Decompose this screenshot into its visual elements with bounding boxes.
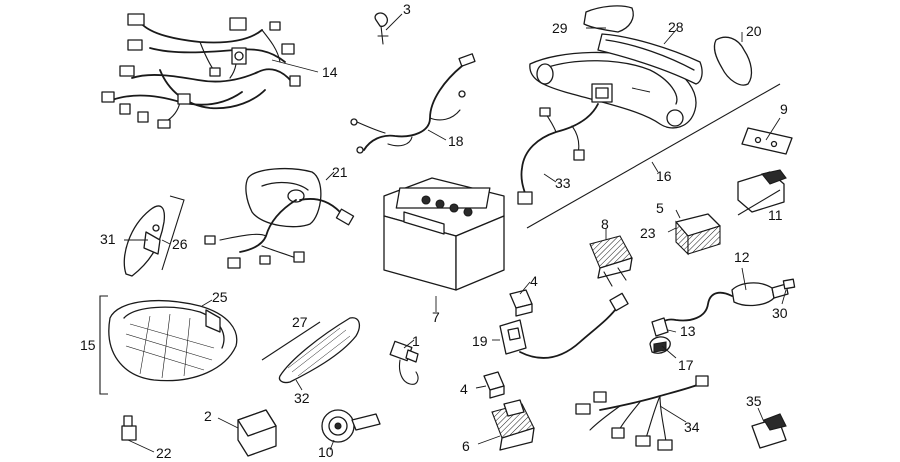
part-number-30: 30 xyxy=(772,305,788,321)
part-number-2: 2 xyxy=(204,408,212,424)
part-number-34: 34 xyxy=(684,419,700,435)
trim-strip xyxy=(597,33,703,85)
fuse-upper xyxy=(509,289,533,317)
relay xyxy=(675,213,721,256)
part-number-4-lower: 4 xyxy=(460,381,468,397)
part-number-11: 11 xyxy=(768,207,783,223)
part-number-31: 31 xyxy=(100,231,116,247)
connector-plug xyxy=(751,413,787,449)
part-number-20: 20 xyxy=(746,23,762,39)
part-number-26: 26 xyxy=(172,236,188,252)
reflector-bracket xyxy=(123,205,166,277)
wiring-cable xyxy=(350,53,476,154)
part-number-8: 8 xyxy=(601,216,609,232)
part-number-14: 14 xyxy=(322,64,338,80)
turn-signal-lens xyxy=(278,317,361,384)
part-number-27: 27 xyxy=(292,314,308,330)
part-number-15: 15 xyxy=(80,337,96,353)
part-number-18: 18 xyxy=(448,133,464,149)
flasher-unit xyxy=(237,409,277,457)
part-number-5: 5 xyxy=(656,200,664,216)
horn xyxy=(321,409,381,443)
part-number-28: 28 xyxy=(668,19,684,35)
part-number-12: 12 xyxy=(734,249,750,265)
part-number-32: 32 xyxy=(294,390,310,406)
part-number-13: 13 xyxy=(680,323,696,339)
part-number-16: 16 xyxy=(656,168,672,184)
fuse-lower xyxy=(483,371,505,399)
part-number-33: 33 xyxy=(555,175,571,191)
voltage-regulator xyxy=(589,235,633,287)
main-wiring-harness xyxy=(101,13,301,129)
part-number-25: 25 xyxy=(212,289,228,305)
part-number-22: 22 xyxy=(156,445,172,461)
part-number-10: 10 xyxy=(318,444,334,460)
side-cover xyxy=(713,36,753,86)
ignition-coil xyxy=(649,278,796,354)
part-number-labels: 14 3 18 29 28 20 9 33 16 11 21 31 26 25 … xyxy=(80,1,788,461)
connector-harness xyxy=(575,375,709,451)
bracket-plate xyxy=(741,127,793,155)
fuse-holder xyxy=(491,399,535,451)
part-number-9: 9 xyxy=(780,101,788,117)
part-number-4-upper: 4 xyxy=(530,273,538,289)
part-number-3: 3 xyxy=(403,1,411,17)
headlight xyxy=(108,299,238,382)
part-number-23: 23 xyxy=(640,225,656,241)
part-number-35: 35 xyxy=(746,393,762,409)
rear-light-cable xyxy=(204,168,355,269)
fuse-box-cable xyxy=(499,292,629,359)
group-brackets xyxy=(99,83,781,395)
part-number-1: 1 xyxy=(412,333,420,349)
leader-lines xyxy=(124,13,787,453)
part-number-21: 21 xyxy=(332,164,348,180)
instrument-panel xyxy=(529,51,697,129)
part-number-7: 7 xyxy=(432,309,440,325)
clip-part xyxy=(374,12,389,45)
part-number-17: 17 xyxy=(678,357,694,373)
battery xyxy=(383,177,505,291)
part-number-29: 29 xyxy=(552,20,568,36)
mini-relay xyxy=(121,415,137,441)
part-number-19: 19 xyxy=(472,333,488,349)
relay-switch xyxy=(737,169,787,213)
instrument-cable xyxy=(517,103,599,205)
part-number-6: 6 xyxy=(462,438,470,454)
